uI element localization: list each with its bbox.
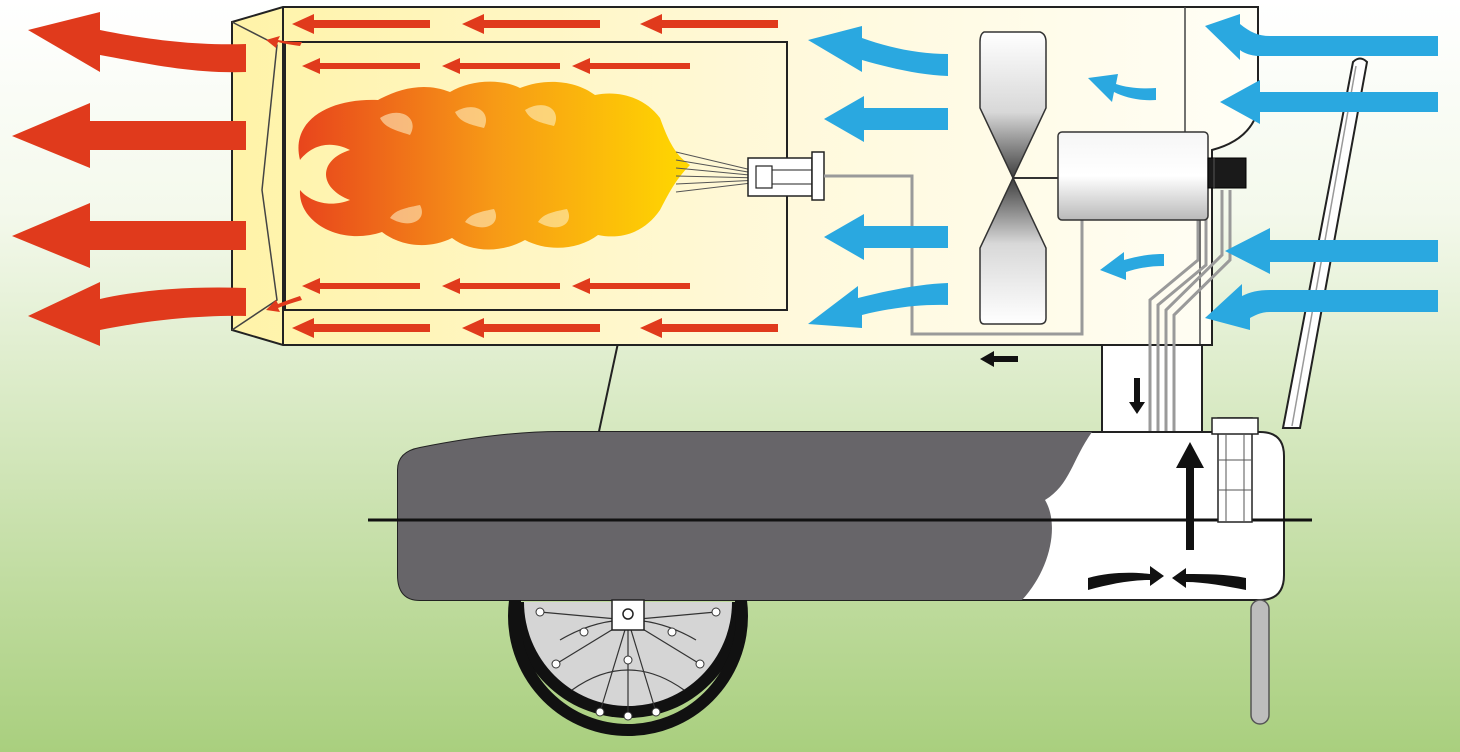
wheel (508, 599, 748, 736)
chamber-hot-arrows (266, 14, 778, 338)
burner-flame (298, 81, 690, 250)
fuel-nozzle (747, 151, 825, 201)
flow-arrow-in-right (1172, 568, 1246, 590)
hot-exit-arrow-1 (28, 12, 246, 73)
cold-arrow-5 (808, 26, 948, 76)
fuel-tank (368, 431, 1312, 601)
cold-arrow-8 (808, 283, 948, 328)
hot-exit-arrow-4 (28, 282, 246, 346)
chamber-arrow-9 (572, 278, 690, 294)
small-intake-arrow-1 (1088, 74, 1156, 102)
cold-arrow-1 (1205, 14, 1438, 60)
chamber-arrow-7 (302, 278, 420, 294)
hot-exit-arrows (12, 12, 246, 346)
flow-arrow-up (1176, 442, 1204, 550)
chamber-arrow-6 (572, 58, 690, 74)
cold-arrow-6 (824, 96, 948, 142)
small-intake-arrow-2 (1100, 252, 1164, 280)
fuel-filler-cap (1211, 417, 1259, 523)
rear-leg (1250, 599, 1270, 725)
flow-arrow-left (980, 351, 1018, 367)
fuel-flow-arrows (980, 351, 1246, 590)
cold-arrow-2 (1220, 80, 1438, 124)
chamber-arrow-3 (640, 14, 778, 34)
cold-arrow-7 (824, 214, 948, 260)
chamber-arrow-4 (302, 58, 420, 74)
chamber-arrow-11 (462, 318, 600, 338)
cold-intake-arrows (808, 14, 1438, 330)
flow-arrow-in-left (1088, 566, 1164, 590)
chamber-arrow-2 (462, 14, 600, 34)
chamber-arrow-1 (292, 14, 430, 34)
cold-arrow-4 (1205, 284, 1438, 330)
chamber-arrow-8 (442, 278, 560, 294)
flow-arrow-down (1129, 378, 1145, 414)
fan-blade (979, 31, 1047, 325)
chamber-arrow-5 (442, 58, 560, 74)
motor-pump (1057, 131, 1247, 221)
chamber-return-arrow-bottom (266, 296, 302, 312)
chamber-return-arrow-top (266, 36, 302, 48)
support-leg (597, 342, 619, 437)
chamber-arrow-10 (292, 318, 430, 338)
fuel-column (1101, 344, 1203, 436)
cold-arrow-3 (1225, 228, 1438, 274)
hot-exit-arrow-3 (12, 203, 246, 268)
fuel-spray (675, 151, 761, 193)
hot-exit-arrow-2 (12, 103, 246, 168)
chamber-arrow-12 (640, 318, 778, 338)
